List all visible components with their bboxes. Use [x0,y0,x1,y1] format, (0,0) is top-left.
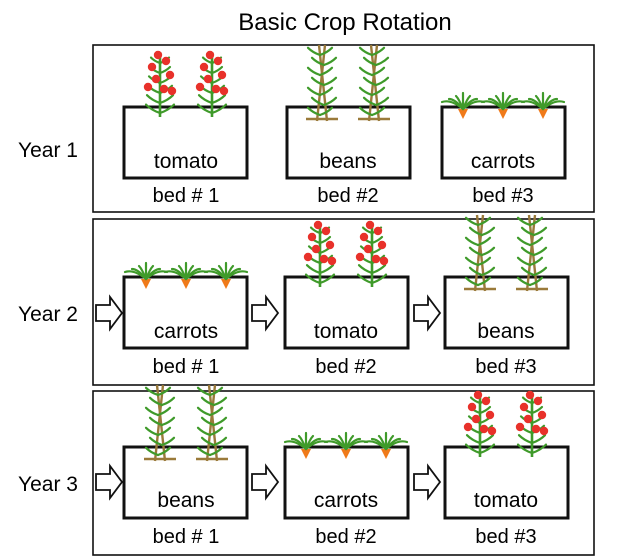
bean-plant-icon [144,384,228,462]
bean-icon [144,384,176,462]
year-2-bed-3: beans bed #3 [443,214,570,378]
tomato-icon [195,50,229,117]
bed-label: bed #2 [317,185,378,207]
carrot-icon [363,431,409,459]
rotation-arrow-icon [413,463,442,501]
year-1-bed-2: beans bed #2 [285,44,412,207]
year-3-bed-3: tomato bed #3 [443,390,570,548]
carrot-icon [520,91,566,119]
bean-icon [196,384,228,462]
rotation-arrow-icon [251,294,280,332]
bed-label: bed # 1 [153,185,220,207]
rotation-arrow-icon [413,294,442,332]
bed-label: bed # 1 [153,526,220,548]
bed-label: bed #3 [475,526,536,548]
bean-icon [464,214,496,292]
year-3-bed-1: beans bed # 1 [122,384,249,548]
year-1-label: Year 1 [18,139,78,162]
year-2-label: Year 2 [18,303,78,326]
crop-label: carrots [314,489,378,512]
crop-label: tomato [474,489,538,512]
crop-label: beans [157,489,214,512]
bean-icon [516,214,548,292]
tomato-icon [143,50,177,117]
rotation-arrow-icon [95,294,124,332]
carrot-plant-icon [283,431,409,459]
year-1-panel [92,44,595,213]
crop-label: beans [319,150,376,173]
crop-label: tomato [154,150,218,173]
rotation-arrow-icon [251,463,280,501]
rotation-arrow-icon [95,463,124,501]
tomato-plant-icon [303,220,389,287]
bed-label: bed #2 [315,526,376,548]
tomato-plant-icon [463,390,549,457]
year-1-bed-1: tomato bed # 1 [122,50,249,207]
crop-label: carrots [154,320,218,343]
year-3-panel [92,390,595,556]
year-1-bed-3: carrots bed #3 [440,91,567,207]
crop-label: beans [477,320,534,343]
bean-plant-icon [306,44,390,122]
bed-label: bed #3 [475,356,536,378]
crop-label: tomato [314,320,378,343]
year-3-label: Year 3 [18,473,78,496]
tomato-icon [515,390,549,457]
tomato-plant-icon [143,50,229,117]
crop-label: carrots [471,150,535,173]
tomato-icon [303,220,337,287]
year-2-bed-1: carrots bed # 1 [122,261,249,378]
carrot-icon [440,91,486,119]
carrot-plant-icon [123,261,249,289]
year-2-bed-2: tomato bed #2 [283,220,410,378]
carrot-icon [123,261,169,289]
bed-label: bed #3 [472,185,533,207]
bean-icon [358,44,390,122]
carrot-plant-icon [440,91,566,119]
tomato-icon [355,220,389,287]
bed-label: bed # 1 [153,356,220,378]
year-2-panel [92,218,595,386]
tomato-icon [463,390,497,457]
bed-label: bed #2 [315,356,376,378]
year-3-bed-2: carrots bed #2 [283,431,410,548]
diagram-title: Basic Crop Rotation [238,9,451,36]
bean-icon [306,44,338,122]
carrot-icon [203,261,249,289]
bean-plant-icon [464,214,548,292]
